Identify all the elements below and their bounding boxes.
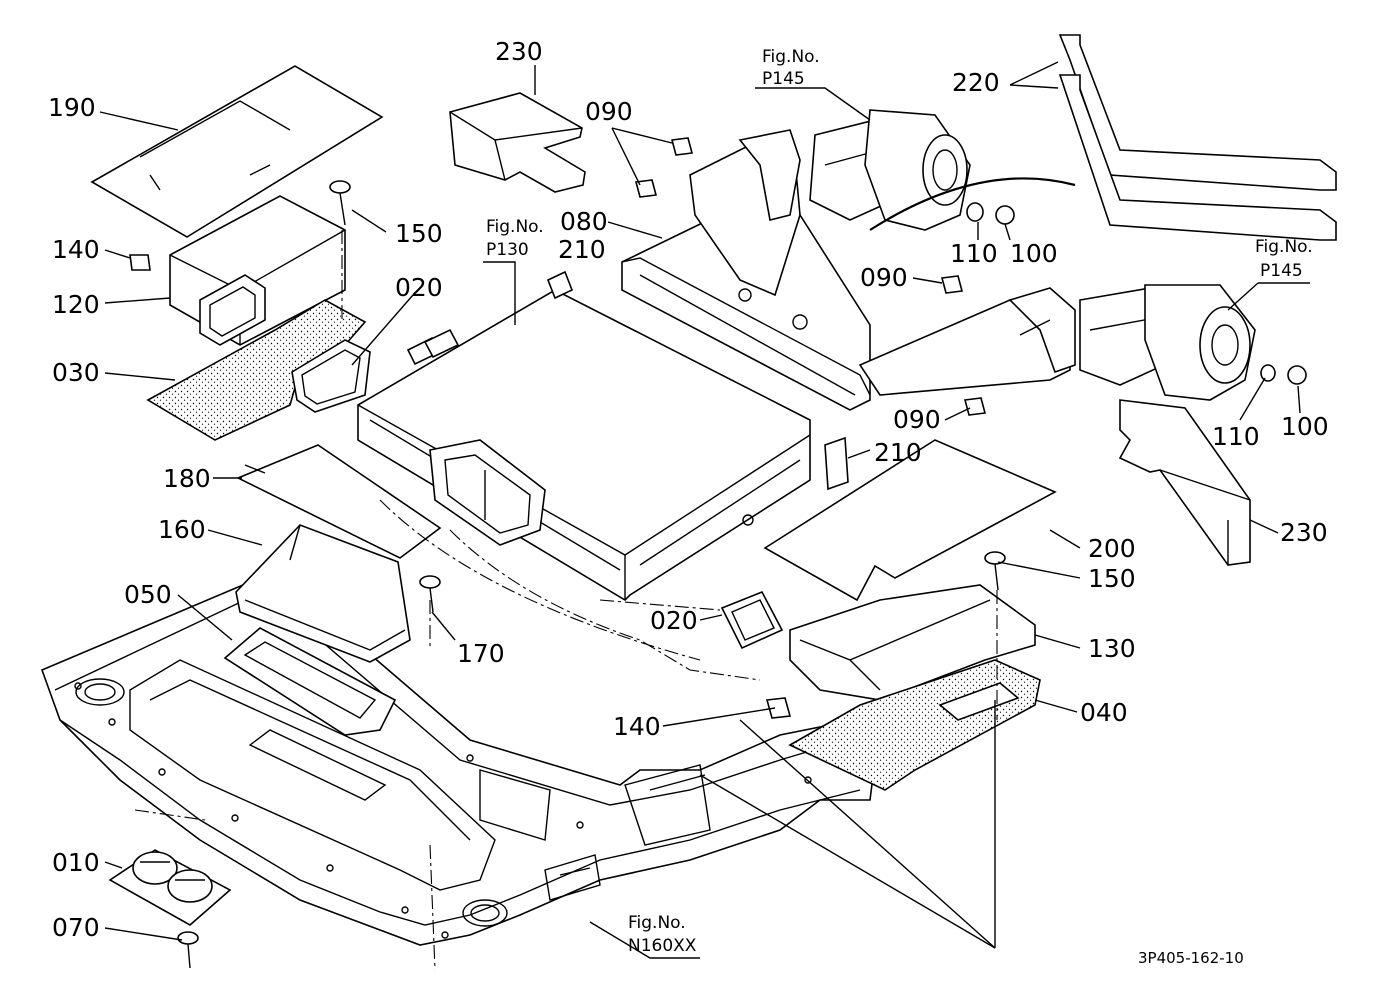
duct-130 xyxy=(789,584,1036,701)
figref-p145-top-num: P145 xyxy=(762,69,805,89)
callout-100-right: 100 xyxy=(1281,412,1329,441)
callout-140-top: 140 xyxy=(52,235,100,264)
callout-030: 030 xyxy=(52,358,100,387)
heater-assembly-right xyxy=(1079,284,1256,401)
callout-160: 160 xyxy=(158,515,206,544)
callout-220: 220 xyxy=(952,68,1000,97)
figref-p145-top-title: Fig.No. xyxy=(762,47,820,67)
callout-100-top: 100 xyxy=(1010,239,1058,268)
leader-lines xyxy=(99,61,1310,959)
drawing-code: 3P405-162-10 xyxy=(1138,949,1244,967)
callout-080: 080 xyxy=(560,207,608,236)
pad-200 xyxy=(763,439,1057,602)
figref-p145-right-title: Fig.No. xyxy=(1255,237,1313,257)
callout-090-top: 090 xyxy=(585,97,633,126)
figref-p145-right-num: P145 xyxy=(1260,261,1303,281)
heater-assembly-top xyxy=(809,109,1076,231)
callout-090-low: 090 xyxy=(893,405,941,434)
callout-070: 070 xyxy=(52,913,100,942)
fasteners xyxy=(129,137,1307,969)
callout-090-mid: 090 xyxy=(860,263,908,292)
callout-230-top: 230 xyxy=(495,37,543,66)
figref-p130-title: Fig.No. xyxy=(486,217,544,237)
callout-020-top: 020 xyxy=(395,273,443,302)
callout-120: 120 xyxy=(52,290,100,319)
hvac-unit xyxy=(357,270,849,602)
callout-010: 010 xyxy=(52,848,100,877)
pipe-220-lower xyxy=(1058,74,1337,241)
callout-180: 180 xyxy=(163,464,211,493)
callout-190: 190 xyxy=(48,93,96,122)
callout-210-top: 210 xyxy=(558,235,606,264)
gasket-050 xyxy=(223,627,397,736)
pad-190 xyxy=(90,65,384,238)
callout-130: 130 xyxy=(1088,634,1136,663)
callout-140-low: 140 xyxy=(613,712,661,741)
callout-230-right: 230 xyxy=(1280,518,1328,547)
callout-150-right: 150 xyxy=(1088,564,1136,593)
callout-150-top: 150 xyxy=(395,219,443,248)
callout-020-low: 020 xyxy=(650,606,698,635)
gasket-020-lower xyxy=(720,590,784,650)
callout-200: 200 xyxy=(1088,534,1136,563)
callout-110-top: 110 xyxy=(950,239,998,268)
callout-210-right: 210 xyxy=(874,438,922,467)
duct-120 xyxy=(169,195,346,346)
callout-110-right: 110 xyxy=(1212,422,1260,451)
callout-170: 170 xyxy=(457,639,505,668)
callout-050: 050 xyxy=(124,580,172,609)
pad-180 xyxy=(236,444,442,559)
figref-p130-num: P130 xyxy=(486,240,529,260)
figref-n160-title: Fig.No. xyxy=(628,913,686,933)
callout-040: 040 xyxy=(1080,698,1128,727)
bracket-230-top xyxy=(449,92,586,193)
duct-080 xyxy=(621,129,1076,411)
figref-n160-num: N160XX xyxy=(628,936,697,956)
